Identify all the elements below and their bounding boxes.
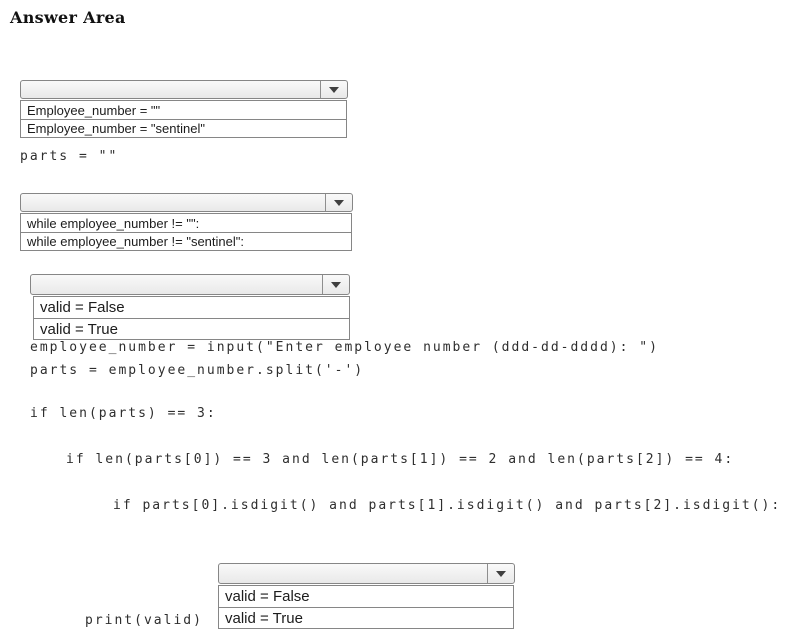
chevron-down-icon[interactable] [320, 81, 347, 98]
options-list: Employee_number = "" Employee_number = "… [20, 100, 347, 138]
dropdown-option[interactable]: valid = False [34, 297, 349, 318]
dropdown-employee-number-init: Employee_number = "" Employee_number = "… [20, 80, 348, 138]
options-list: valid = False valid = True [33, 296, 350, 340]
dropdown-valid-init: valid = False valid = True [30, 274, 350, 340]
options-list: while employee_number != "": while emplo… [20, 213, 352, 251]
code-line-if-isdigit: if parts[0].isdigit() and parts[1].isdig… [113, 498, 782, 513]
combobox-while-condition[interactable] [20, 193, 353, 212]
dropdown-option[interactable]: valid = True [34, 318, 349, 339]
combobox-valid-init[interactable] [30, 274, 350, 295]
dropdown-while-condition: while employee_number != "": while emplo… [20, 193, 353, 251]
chevron-down-icon[interactable] [325, 194, 352, 211]
combobox-valid-final[interactable] [218, 563, 515, 584]
dropdown-option[interactable]: while employee_number != "sentinel": [21, 232, 351, 250]
chevron-down-icon[interactable] [322, 275, 349, 294]
dropdown-option[interactable]: valid = False [219, 586, 513, 607]
dropdown-option[interactable]: valid = True [219, 607, 513, 628]
combobox-employee-number-init[interactable] [20, 80, 348, 99]
dropdown-valid-final: valid = False valid = True [218, 563, 515, 629]
chevron-down-icon[interactable] [487, 564, 514, 583]
dropdown-option[interactable]: Employee_number = "" [21, 101, 346, 119]
code-line-if-len: if len(parts) == 3: [30, 406, 217, 421]
code-line-split: parts = employee_number.split('-') [30, 363, 365, 378]
options-list: valid = False valid = True [218, 585, 514, 629]
code-line-input: employee_number = input("Enter employee … [30, 340, 659, 355]
dropdown-option[interactable]: Employee_number = "sentinel" [21, 119, 346, 137]
code-line-parts-init: parts = "" [20, 149, 119, 164]
page-title: Answer Area [10, 8, 126, 27]
code-line-print: print(valid) [85, 613, 203, 628]
code-line-if-len-parts: if len(parts[0]) == 3 and len(parts[1]) … [66, 452, 735, 467]
dropdown-option[interactable]: while employee_number != "": [21, 214, 351, 232]
